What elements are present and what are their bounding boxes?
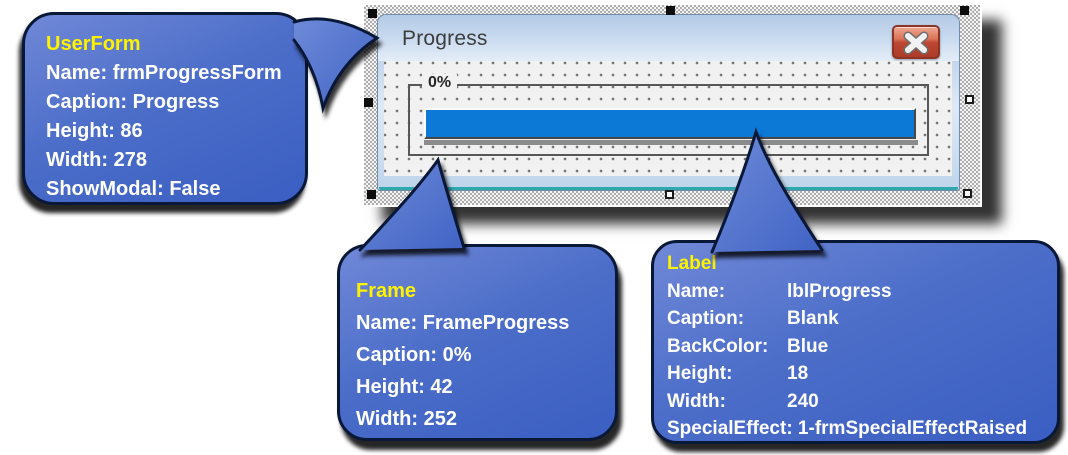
- selection-handle-middle-left[interactable]: [364, 98, 373, 107]
- property-line: Width: 252: [356, 408, 457, 430]
- property-row: Height: 18: [667, 363, 809, 384]
- property-line: Caption: Progress: [46, 91, 220, 113]
- property-row: Caption: Blank: [667, 308, 839, 329]
- progress-label[interactable]: [424, 108, 918, 145]
- property-line: Height: 42: [356, 376, 453, 398]
- property-row: Width: 240: [667, 390, 819, 412]
- callout-userform: UserForm Name: frmProgressForm Caption: …: [22, 12, 308, 205]
- selection-handle-top-right[interactable]: [960, 6, 969, 15]
- property-line: Height: 86: [46, 120, 143, 142]
- callout-tail-frame: [358, 156, 466, 252]
- callout-frame-title: Frame: [356, 280, 417, 302]
- callout-label: Label Name: lblProgress Caption: Blank B…: [651, 240, 1060, 444]
- property-line: Width: 278: [46, 149, 147, 171]
- titlebar: Progress: [378, 15, 959, 61]
- selection-handle-top-middle[interactable]: [666, 6, 675, 15]
- selection-handle-middle-right[interactable]: [965, 95, 974, 104]
- frame-caption: 0%: [422, 74, 458, 92]
- selection-handle-bottom-middle[interactable]: [665, 190, 674, 199]
- close-icon: [903, 31, 929, 55]
- form-designer-canvas: Progress 0%: [362, 3, 982, 207]
- selection-handle-bottom-right[interactable]: [963, 189, 972, 198]
- property-row: BackColor: Blue: [667, 335, 829, 357]
- selection-handle-top-left[interactable]: [368, 9, 377, 18]
- callout-userform-title: UserForm: [46, 33, 141, 55]
- property-line: SpecialEffect: 1-frmSpecialEffectRaised: [667, 418, 1028, 439]
- property-line: ShowModal: False: [46, 178, 221, 200]
- selection-handle-bottom-left[interactable]: [367, 190, 376, 199]
- property-line: Caption: 0%: [356, 344, 472, 366]
- callout-tail-label: [710, 127, 824, 254]
- window-title: Progress: [402, 27, 488, 50]
- property-row: Name: lblProgress: [667, 280, 892, 302]
- userform-window[interactable]: Progress 0%: [377, 14, 960, 191]
- form-client-area[interactable]: 0%: [384, 61, 952, 176]
- frame-control[interactable]: 0%: [408, 74, 929, 156]
- callout-label-title: Label: [667, 253, 717, 274]
- callout-frame: Frame Name: FrameProgress Caption: 0% He…: [337, 244, 618, 441]
- callout-tail-userform: [292, 17, 380, 114]
- property-line: Name: FrameProgress: [356, 312, 570, 334]
- property-line: Name: frmProgressForm: [46, 62, 282, 84]
- form-bottom-edge: [379, 187, 958, 190]
- close-button[interactable]: [892, 25, 940, 59]
